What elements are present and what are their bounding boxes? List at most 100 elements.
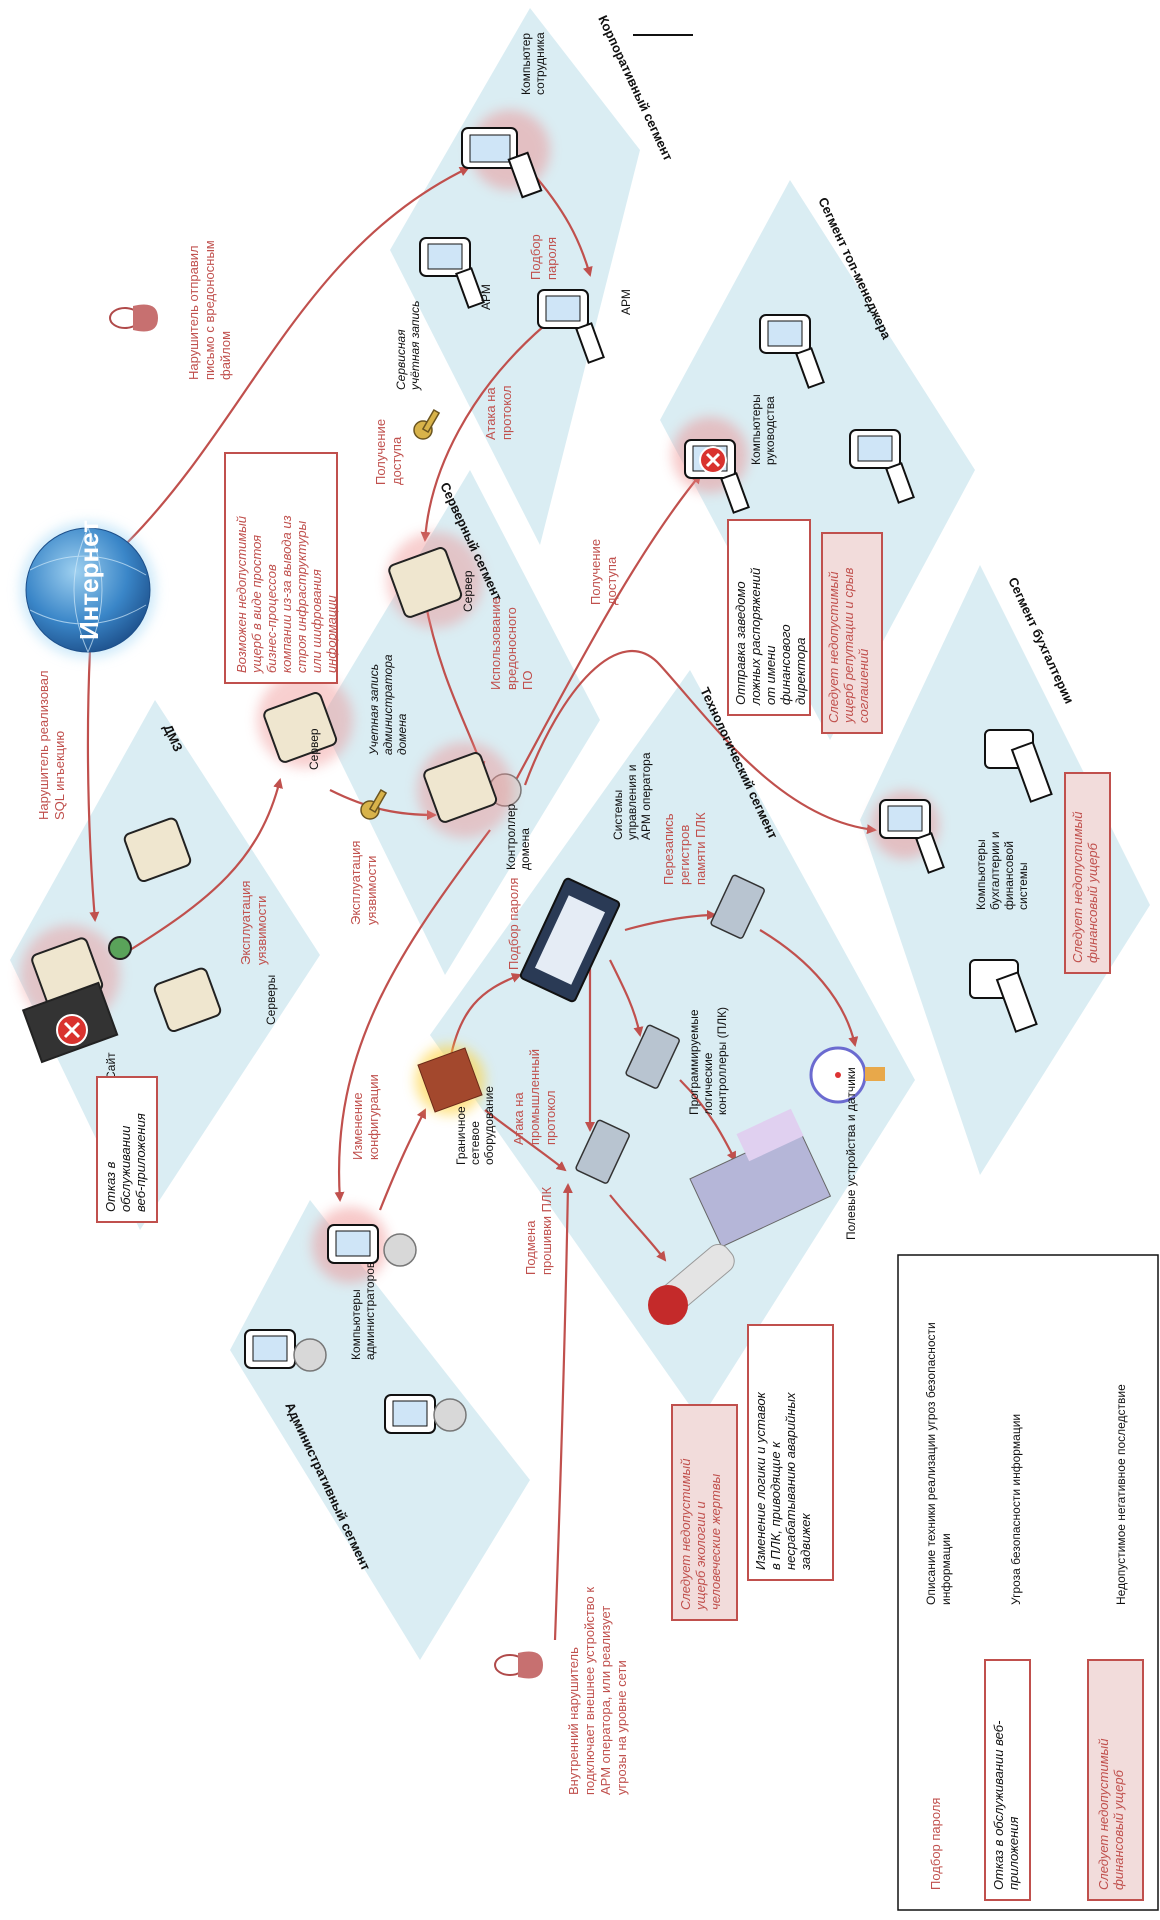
plc-rack-icon-3 — [575, 1119, 630, 1184]
segment-server — [320, 470, 600, 975]
plc-label: Программируемыелогическиеконтроллеры (ПЛ… — [687, 1007, 729, 1115]
control-systems-label: Системыуправления иАРМ оператора — [611, 752, 653, 840]
segment-admin — [230, 1200, 530, 1660]
server-icons — [20, 532, 513, 1064]
computer-icons — [244, 110, 1053, 1434]
legend-technique-desc: Описание техники реализации угроз безопа… — [924, 1322, 953, 1605]
ics-icons — [415, 874, 885, 1325]
server2-label: Сервер — [307, 728, 321, 770]
consequence-boxes: Следует недопустимыйущерб репутации и ср… — [671, 532, 1111, 1621]
domain-controller-label: Контроллердомена — [504, 803, 532, 870]
technique-password-guess-2: Подбор пароля — [506, 878, 521, 970]
technique-insider: Внутренний нарушительподключает внешнее … — [566, 1587, 629, 1795]
service-account-label: Сервиснаяучётная запись — [394, 301, 422, 391]
admin-computer-icon-1 — [327, 1224, 379, 1264]
consequence-reputation: Следует недопустимыйущерб репутации и ср… — [821, 532, 883, 734]
internet-label: Интернет — [74, 520, 104, 640]
gauge-icon — [809, 1046, 885, 1104]
legend-threat-sample: Отказ в обслуживании веб-приложения — [991, 1720, 1021, 1890]
accounting-computer-icon — [879, 799, 945, 874]
threat-downtime: Возможен недопустимыйущерб в виде просто… — [224, 452, 339, 684]
technique-industrial-protocol-attack: Атака напромышленныйпротокол — [511, 1049, 558, 1145]
arrow-site-to-server — [129, 778, 283, 951]
arrow-firewall-to-plc — [484, 1109, 567, 1172]
mgmt-pcs-label: Компьютерыруководства — [749, 394, 777, 465]
firewall-icon — [415, 1045, 485, 1115]
plc-rack-icon-2 — [625, 1024, 680, 1089]
dmz-server-icon-1 — [123, 817, 192, 883]
technique-password-guess-1: Подборпароля — [528, 234, 559, 280]
servers-label: Серверы — [264, 975, 278, 1025]
plc-rack-icon-1 — [710, 874, 765, 939]
arm2-computer-icon — [537, 289, 605, 364]
admin-key-icon — [360, 788, 388, 820]
svg-text:Отправка заведомоложных распор: Отправка заведомоложных распоряженийот и… — [733, 568, 808, 706]
svg-text:Отказ вобслуживаниивеб-приложе: Отказ вобслуживаниивеб-приложения — [103, 1113, 148, 1212]
segment-top-management — [660, 180, 975, 740]
threat-boxes: Возможен недопустимыйущерб в виде просто… — [96, 452, 834, 1581]
employee-pc-label: Компьютерсотрудника — [519, 32, 547, 95]
svg-text:Изменение логики и уставокв ПЛ: Изменение логики и уставокв ПЛК, приводя… — [753, 1391, 813, 1571]
legend-consequence-desc: Недопустимое негативное последствие — [1114, 1384, 1128, 1605]
arrow-scada-to-plc — [609, 959, 644, 1037]
arrow-plc-to-gauge — [759, 929, 859, 1047]
arrow-dc-to-admin — [334, 829, 491, 1202]
admin-gear-icon-3 — [433, 1398, 467, 1432]
insider-person-icon — [494, 1651, 543, 1679]
server2-icon — [263, 692, 338, 763]
segment-accounting — [860, 565, 1150, 1175]
field-devices-label: Полевые устройства и датчики — [844, 1067, 858, 1240]
technique-malware-letter: Нарушитель отправилписьмо с вредоноснымф… — [186, 240, 233, 380]
domain-admin-account-label: Учетная записьадминистраторадомена — [367, 654, 409, 756]
accounting-laptop-icon-2 — [969, 959, 1038, 1033]
arrow-arm-to-server — [420, 324, 546, 542]
consequence-financial: Следует недопустимыйфинансовый ущерб — [1064, 772, 1111, 974]
svg-text:Следует недопустимыйфинансовый: Следует недопустимыйфинансовый ущерб — [1070, 812, 1100, 963]
arm2-label: АРМ — [619, 289, 633, 315]
legend-technique-sample: Подбор пароля — [928, 1798, 943, 1890]
technique-labels: Нарушитель отправилписьмо с вредоноснымф… — [36, 234, 708, 1795]
dmz-server-icon-2 — [153, 967, 222, 1033]
legend-threat-desc: Угроза безопасности информации — [1009, 1414, 1023, 1605]
server1-icon — [388, 547, 463, 618]
arrow-internet-to-site — [86, 649, 100, 922]
svg-text:Возможен недопустимыйущерб в в: Возможен недопустимыйущерб в виде просто… — [234, 515, 339, 674]
server1-label: Сервер — [461, 570, 475, 612]
internet-node: Интернет — [20, 520, 156, 658]
topmgr-computer-icon-2 — [849, 429, 915, 504]
employee-computer-icon — [461, 127, 543, 199]
technique-protocol-attack: Атака напротокол — [483, 385, 514, 440]
arrow-employee-to-arm — [529, 169, 593, 277]
arrow-admin-to-firewall — [378, 1108, 426, 1211]
legend-consequence-sample: Следует недопустимыйфинансовый ущерб — [1096, 1739, 1126, 1890]
arrow-plc-to-field — [679, 1079, 736, 1162]
admin-gear-icon-2 — [293, 1338, 327, 1372]
arrow-dc-to-accounting — [523, 650, 877, 835]
segment-dmz — [10, 700, 320, 1230]
arrow-scada-to-plc-reg — [624, 910, 717, 932]
consequence-ecology: Следует недопустимыйущерб экологии ичело… — [671, 1404, 738, 1621]
svg-text:Следует недопустимыйущерб экол: Следует недопустимыйущерб экологии ичело… — [678, 1459, 723, 1611]
arrow-firewall-to-scada — [448, 973, 522, 1061]
attacker-person-icon — [109, 304, 158, 332]
arrow-insider-to-plc — [553, 1183, 573, 1641]
arrow-dc-to-mgmt — [504, 473, 702, 801]
legend-threat-swatch — [984, 1659, 1031, 1901]
accounting-pcs-label: Компьютерыбухгалтерии ифинансовойсистемы — [974, 831, 1030, 910]
legend-consequence-swatch — [1087, 1659, 1144, 1901]
technique-plc-register-rewrite: Перезаписьрегистровпамяти ПЛК — [661, 812, 708, 885]
threat-web-dos: Отказ вобслуживаниивеб-приложения — [96, 1076, 158, 1223]
legend: Подбор пароля Описание техники реализаци… — [897, 1254, 1159, 1911]
arrow-plc-to-valve — [609, 1194, 667, 1262]
technique-plc-firmware-swap: Подменапрошивки ПЛК — [523, 1186, 554, 1275]
factory-icon — [689, 1108, 832, 1248]
segment-corporate — [390, 8, 640, 545]
technique-vuln-exploit-2: Эксплуатацияуязвимости — [348, 841, 379, 925]
threat-plc-logic-change: Изменение логики и уставокв ПЛК, приводя… — [747, 1324, 834, 1581]
technique-config-change: Изменениеконфигурации — [350, 1074, 381, 1160]
domain-controller-icon — [423, 752, 498, 823]
scada-panel-icon — [519, 877, 621, 1003]
arm1-computer-icon — [419, 237, 485, 309]
topmgr-computer-icon-1 — [759, 314, 825, 389]
